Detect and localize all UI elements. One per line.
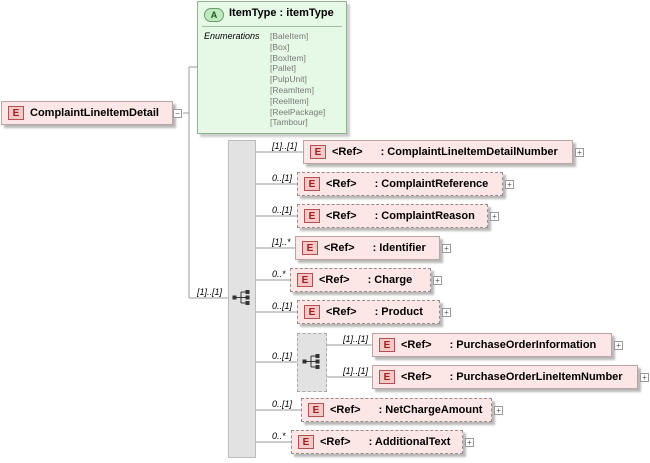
attribute-separator (202, 26, 342, 27)
element-purchase-order-line-item-number[interactable]: E <Ref> : PurchaseOrderLineItemNumber (372, 365, 638, 389)
enumeration-item: [PulpUnit] (270, 74, 307, 85)
enumeration-item: [ReelItem] (270, 95, 309, 106)
element-name: : ComplaintLineItemDetailNumber (380, 146, 558, 158)
element-charge[interactable]: E <Ref> : Charge (290, 268, 431, 292)
child-cardinality: 0..[1] (272, 301, 293, 311)
element-name: : ComplaintReason (374, 210, 475, 222)
element-name: : Charge (367, 274, 413, 286)
element-badge: E (298, 435, 314, 449)
expand-icon[interactable]: + (442, 244, 451, 253)
child-cardinality: 0..* (272, 269, 286, 279)
enumeration-item: [BoxItem] (270, 52, 306, 63)
element-badge: E (308, 403, 324, 417)
element-additional-text[interactable]: E <Ref> : AdditionalText (291, 430, 463, 454)
expand-icon[interactable]: + (505, 180, 514, 189)
expand-icon[interactable]: + (575, 148, 584, 157)
root-expand-icon[interactable]: − (173, 109, 182, 118)
enumeration-item: [BaleItem] (270, 31, 309, 41)
element-badge: E (310, 145, 326, 159)
child-cardinality: 0..[1] (272, 205, 293, 215)
element-ref: <Ref> (326, 210, 357, 222)
element-complaint-line-item-detail-number[interactable]: E <Ref> : ComplaintLineItemDetailNumber (303, 140, 573, 164)
element-ref: <Ref> (330, 404, 361, 416)
root-element-name: ComplaintLineItemDetail (30, 107, 159, 119)
expand-icon[interactable]: + (442, 308, 451, 317)
enumeration-item: [ReamItem] (270, 84, 314, 95)
child-cardinality: 0..[1] (272, 399, 293, 409)
element-product[interactable]: E <Ref> : Product (297, 300, 440, 324)
element-ref: <Ref> (320, 436, 351, 448)
attribute-type: itemType (286, 7, 334, 19)
element-badge: E (304, 305, 320, 319)
sequence-cardinality: [1]..[1] (197, 287, 223, 297)
element-purchase-order-information[interactable]: E <Ref> : PurchaseOrderInformation (372, 333, 612, 357)
element-name: : PurchaseOrderInformation (449, 339, 597, 351)
element-name: : PurchaseOrderLineItemNumber (449, 371, 623, 383)
enumeration-item: [Box] (270, 41, 290, 52)
element-ref: <Ref> (319, 274, 350, 286)
expand-icon[interactable]: + (465, 438, 474, 447)
nested-sequence-cardinality: 0..[1] (272, 351, 293, 361)
element-identifier[interactable]: E <Ref> : Identifier (295, 236, 440, 260)
element-net-charge-amount[interactable]: E <Ref> : NetChargeAmount (301, 398, 492, 422)
element-complaint-reference[interactable]: E <Ref> : ComplaintReference (297, 172, 503, 196)
element-ref: <Ref> (326, 306, 357, 318)
element-ref: <Ref> (401, 371, 432, 383)
child-cardinality: 0..[1] (272, 173, 293, 183)
expand-icon[interactable]: + (490, 212, 499, 221)
child-cardinality: 0..* (272, 431, 286, 441)
element-name: : ComplaintReference (374, 178, 489, 190)
element-badge: E (379, 338, 395, 352)
child-cardinality: [1]..[1] (272, 141, 298, 151)
nested-child-cardinality: [1]..[1] (343, 334, 369, 344)
element-badge: E (302, 241, 318, 255)
element-name: : AdditionalText (368, 436, 451, 448)
enumeration-item: [Pallet] (270, 63, 296, 74)
enumeration-item: [Tambour] (270, 117, 308, 128)
nested-sequence-compositor[interactable] (297, 333, 327, 392)
nested-sequence-icon (302, 354, 320, 369)
attribute-badge: A (204, 8, 224, 22)
attribute-name: ItemType (229, 7, 277, 19)
element-badge: E (304, 177, 320, 191)
enumeration-item: [ReelPackage] (270, 106, 326, 117)
attribute-title: ItemType : itemType (229, 7, 334, 19)
expand-icon[interactable]: + (494, 406, 503, 415)
expand-icon[interactable]: + (614, 341, 623, 350)
enumerations-list: [BaleItem] [Box] [BoxItem] [Pallet] [Pul… (270, 31, 325, 128)
root-element-complaint-line-item-detail[interactable]: E ComplaintLineItemDetail (1, 101, 173, 125)
attribute-type-separator: : (279, 7, 284, 19)
element-badge: E (8, 106, 24, 120)
element-ref: <Ref> (326, 178, 357, 190)
nested-child-cardinality: [1]..[1] (343, 366, 369, 376)
attribute-item-type[interactable]: A ItemType : itemType Enumerations [Bale… (197, 1, 347, 134)
enumerations-label: Enumerations (204, 31, 260, 41)
expand-icon[interactable]: + (640, 373, 649, 382)
element-badge: E (379, 370, 395, 384)
element-ref: <Ref> (401, 339, 432, 351)
element-badge: E (304, 209, 320, 223)
element-name: : Product (374, 306, 423, 318)
expand-icon[interactable]: + (433, 276, 442, 285)
sequence-icon (232, 290, 250, 305)
element-name: : Identifier (372, 242, 426, 254)
element-ref: <Ref> (332, 146, 363, 158)
child-cardinality: [1]..* (272, 237, 291, 247)
element-badge: E (297, 273, 313, 287)
element-ref: <Ref> (324, 242, 355, 254)
element-name: : NetChargeAmount (378, 404, 483, 416)
element-complaint-reason[interactable]: E <Ref> : ComplaintReason (297, 204, 488, 228)
